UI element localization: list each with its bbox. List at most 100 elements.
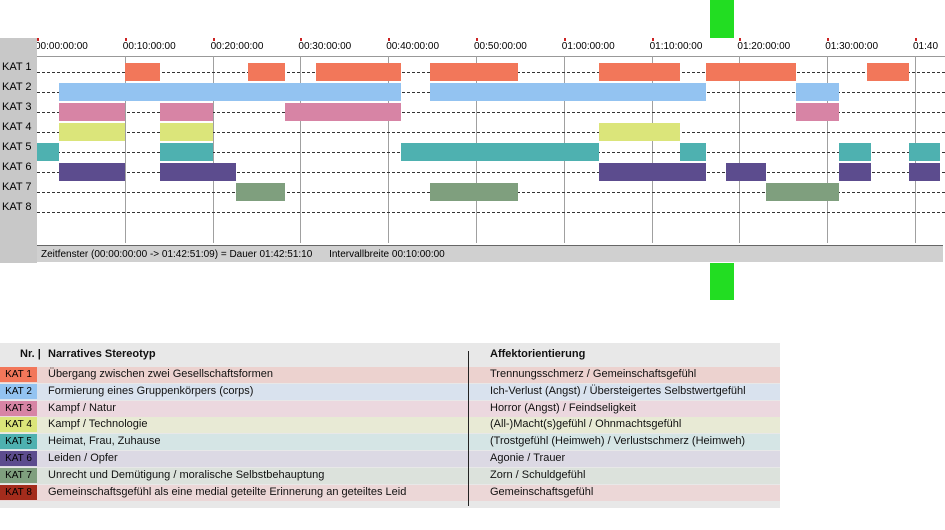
segment-kat-4[interactable] <box>159 123 213 141</box>
tick-label: 01:00:00:00 <box>561 41 615 52</box>
stereotype-text: Gemeinschaftsgefühl als eine medial gete… <box>48 485 407 498</box>
segment-kat-5[interactable] <box>159 143 213 161</box>
category-row-label: KAT 7 <box>2 181 32 193</box>
segment-kat-2[interactable] <box>58 83 402 101</box>
time-window-text: Zeitfenster (00:00:00:00 -> 01:42:51:09)… <box>41 249 313 260</box>
segment-kat-1[interactable] <box>430 63 519 81</box>
segment-kat-1[interactable] <box>247 63 285 81</box>
legend-row: KAT 3 Kampf / Natur Horror (Angst) / Feind… <box>0 400 780 417</box>
legend-row: KAT 8 Gemeinschaftsgefühl als eine medial… <box>0 484 780 501</box>
category-code-badge: KAT 8 <box>0 484 37 500</box>
timecursor-marker-top[interactable] <box>710 0 734 38</box>
segment-kat-6[interactable] <box>58 163 125 181</box>
stereotype-text: Kampf / Natur <box>48 401 116 414</box>
tick-label: 00:10:00:00 <box>122 41 176 52</box>
segment-kat-6[interactable] <box>908 163 941 181</box>
legend-separator <box>468 351 469 506</box>
segment-kat-6[interactable] <box>726 163 766 181</box>
segment-kat-3[interactable] <box>284 103 402 121</box>
segment-kat-5[interactable] <box>838 143 872 161</box>
segment-kat-5[interactable] <box>401 143 599 161</box>
segment-kat-4[interactable] <box>598 123 680 141</box>
category-row-label: KAT 2 <box>2 81 32 93</box>
stereotype-text: Leiden / Opfer <box>48 452 118 464</box>
interval-gridline <box>300 56 302 243</box>
category-code-badge: KAT 2 <box>0 383 37 399</box>
legend-header-nr: Nr. | <box>20 348 41 360</box>
segment-kat-1[interactable] <box>598 63 680 81</box>
category-code-badge: KAT 6 <box>0 451 37 466</box>
segment-kat-5[interactable] <box>908 143 941 161</box>
affekt-text: (Trostgefühl (Heimweh) / Verlustschmerz … <box>490 435 746 448</box>
tick-mark <box>827 38 830 41</box>
interval-gridline <box>124 56 126 243</box>
segment-kat-5[interactable] <box>37 143 59 161</box>
segment-kat-7[interactable] <box>430 183 519 201</box>
category-row-label: KAT 5 <box>2 141 32 153</box>
segment-kat-2[interactable] <box>796 83 839 101</box>
segment-kat-6[interactable] <box>838 163 872 181</box>
segment-kat-7[interactable] <box>236 183 285 201</box>
tick-label: 00:20:00:00 <box>210 41 264 52</box>
segment-kat-6[interactable] <box>598 163 707 181</box>
category-row-label: KAT 3 <box>2 101 32 113</box>
row-guide-line <box>37 132 945 133</box>
interval-gridline <box>388 56 390 243</box>
timecursor-marker-bottom[interactable] <box>710 263 734 300</box>
tick-mark <box>388 38 391 41</box>
segment-kat-5[interactable] <box>679 143 707 161</box>
category-code-badge: KAT 4 <box>0 417 37 433</box>
tick-mark <box>563 38 566 41</box>
tick-label: 01:40 <box>913 41 939 52</box>
tick-mark <box>739 38 742 41</box>
stereotype-text: Kampf / Technologie <box>48 418 148 431</box>
row-guide-line <box>37 172 945 173</box>
segment-kat-6[interactable] <box>159 163 237 181</box>
tick-mark <box>37 38 39 41</box>
tick-mark <box>300 38 303 41</box>
legend-header-stereotype: Narratives Stereotyp <box>48 348 156 360</box>
category-code-badge: KAT 7 <box>0 467 37 483</box>
segment-kat-3[interactable] <box>58 103 125 121</box>
tick-label: 00:30:00:00 <box>298 41 352 52</box>
interval-gridline <box>827 56 829 243</box>
category-code-badge: KAT 1 <box>0 367 37 382</box>
segment-kat-1[interactable] <box>316 63 402 81</box>
legend-row: KAT 7 Unrecht und Demütigung / moralische… <box>0 467 780 484</box>
category-legend-table: Nr. | Narratives Stereotyp Affektorienti… <box>0 343 780 508</box>
affekt-text: Gemeinschaftsgefühl <box>490 485 594 498</box>
tick-mark <box>651 38 654 41</box>
tick-label: 00:50:00:00 <box>474 41 527 52</box>
segment-kat-1[interactable] <box>866 63 909 81</box>
segment-kat-1[interactable] <box>124 63 160 81</box>
stereotype-text: Heimat, Frau, Zuhause <box>48 435 161 448</box>
interval-gridline <box>212 56 214 243</box>
category-code-badge: KAT 5 <box>0 434 37 450</box>
segment-kat-7[interactable] <box>765 183 839 201</box>
tick-mark <box>124 38 127 41</box>
affekt-text: Zorn / Schuldgefühl <box>490 468 586 481</box>
interval-gridline <box>651 56 653 243</box>
legend-row: KAT 5 Heimat, Frau, Zuhause (Trostgefühl (… <box>0 434 780 451</box>
row-guide-line <box>37 212 945 213</box>
interval-width-text: Intervallbreite 00:10:00:00 <box>329 249 445 260</box>
interval-gridline <box>739 56 741 243</box>
category-row-label: KAT 1 <box>2 61 32 73</box>
category-code-badge: KAT 3 <box>0 400 37 416</box>
segment-kat-3[interactable] <box>796 103 839 121</box>
segment-kat-2[interactable] <box>430 83 707 101</box>
category-row-label: KAT 6 <box>2 161 32 173</box>
affekt-text: Horror (Angst) / Feindseligkeit <box>490 401 637 414</box>
segment-kat-3[interactable] <box>159 103 213 121</box>
stereotype-text: Unrecht und Demütigung / moralische Selb… <box>48 468 325 481</box>
segment-kat-4[interactable] <box>58 123 125 141</box>
tick-label: 01:20:00:00 <box>737 41 791 52</box>
segment-kat-1[interactable] <box>706 63 797 81</box>
affekt-text: (All-)Macht(s)gefühl / Ohnmachtsgefühl <box>490 418 682 431</box>
